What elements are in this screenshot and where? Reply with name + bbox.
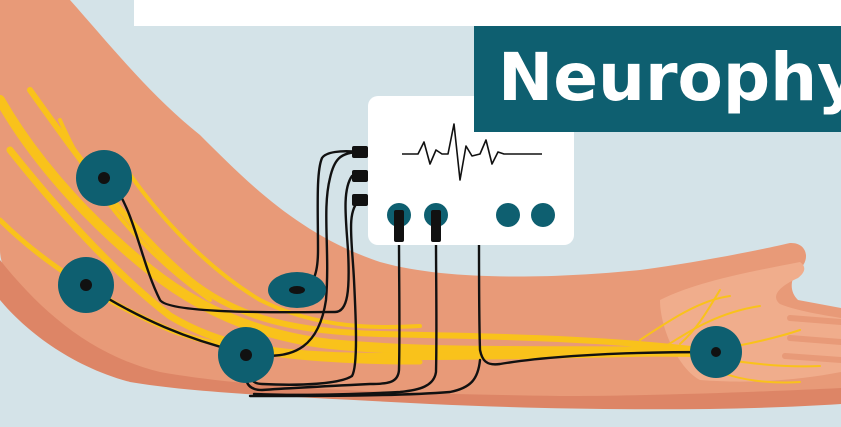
connector-jack <box>352 194 368 206</box>
connector-jack <box>352 170 368 182</box>
page-title: Neurophy <box>498 38 841 118</box>
title-band: Neurophy <box>474 26 841 132</box>
port-plug <box>394 210 404 242</box>
connector-jack <box>352 146 368 158</box>
electrode-pad-icon <box>76 150 132 206</box>
top-banner <box>134 0 841 26</box>
electrode-pad-icon <box>58 257 114 313</box>
electrode-pad-icon <box>690 326 742 378</box>
electrode-pad-icon <box>218 327 274 383</box>
electrode-pad-icon <box>268 272 326 308</box>
port-plug <box>431 210 441 242</box>
